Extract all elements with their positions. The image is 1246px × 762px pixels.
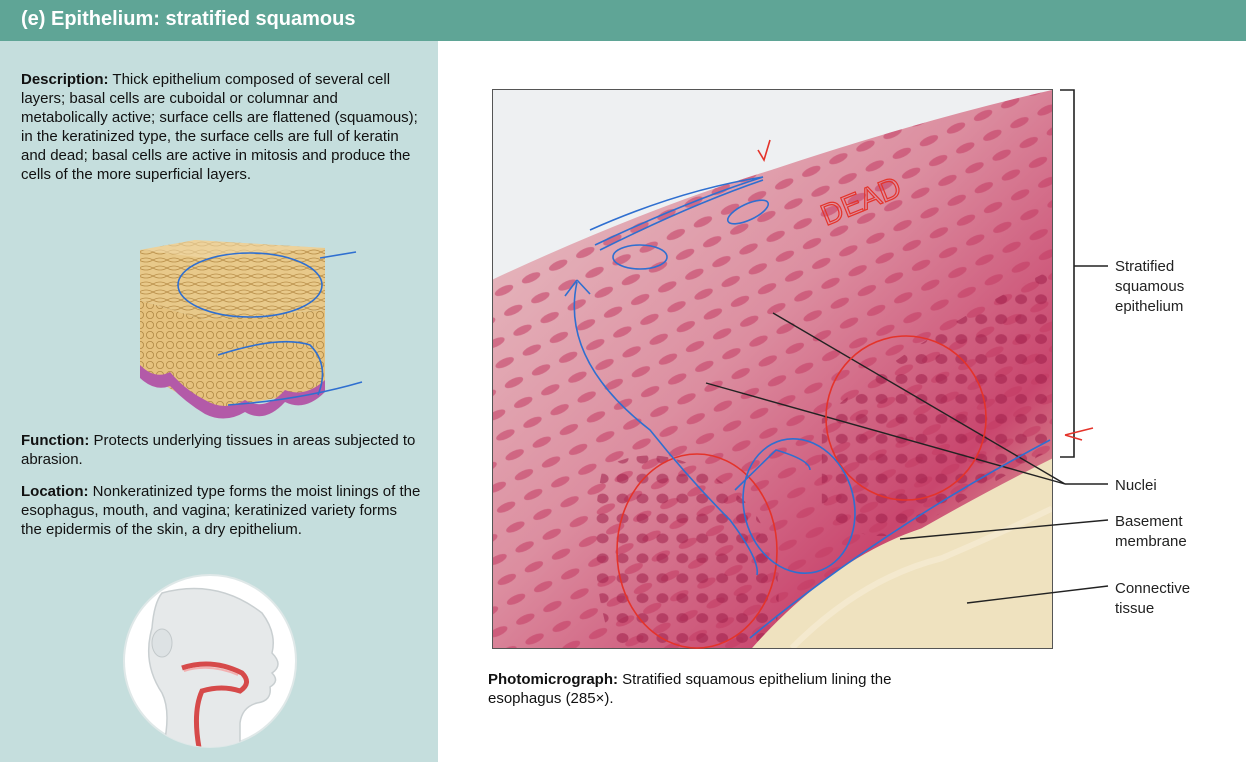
location-paragraph: Location: Nonkeratinized type forms the …: [21, 482, 421, 539]
description-text: Thick epithelium composed of several cel…: [21, 71, 418, 183]
description-paragraph: Description: Thick epithelium composed o…: [21, 70, 421, 184]
photomicrograph-caption: Photomicrograph: Stratified squamous epi…: [488, 670, 958, 708]
section-header: (e) Epithelium: stratified squamous: [0, 0, 1246, 41]
label-nuclei: Nuclei: [1115, 477, 1157, 494]
function-label: Function:: [21, 432, 90, 449]
function-paragraph: Function: Protects underlying tissues in…: [21, 431, 421, 469]
location-text: Nonkeratinized type forms the moist lini…: [21, 483, 421, 538]
section-title: (e) Epithelium: stratified squamous: [21, 8, 356, 30]
caption-label: Photomicrograph:: [488, 671, 618, 688]
label-basement-membrane: Basement membrane: [1115, 513, 1187, 550]
photomicrograph: [492, 89, 1053, 649]
head-esophagus-illustration: [123, 574, 297, 748]
label-stratified-squamous-epithelium: Stratified squamous epithelium: [1115, 258, 1185, 315]
bracket-lines: [1060, 89, 1108, 458]
description-label: Description:: [21, 71, 109, 88]
tissue-block-illustration: [140, 240, 325, 419]
caption-text: Stratified squamous epithelium lining th…: [488, 671, 892, 707]
function-text: Protects underlying tissues in areas sub…: [21, 432, 416, 468]
location-label: Location:: [21, 483, 89, 500]
label-connective-tissue: Connective tissue: [1115, 580, 1191, 617]
